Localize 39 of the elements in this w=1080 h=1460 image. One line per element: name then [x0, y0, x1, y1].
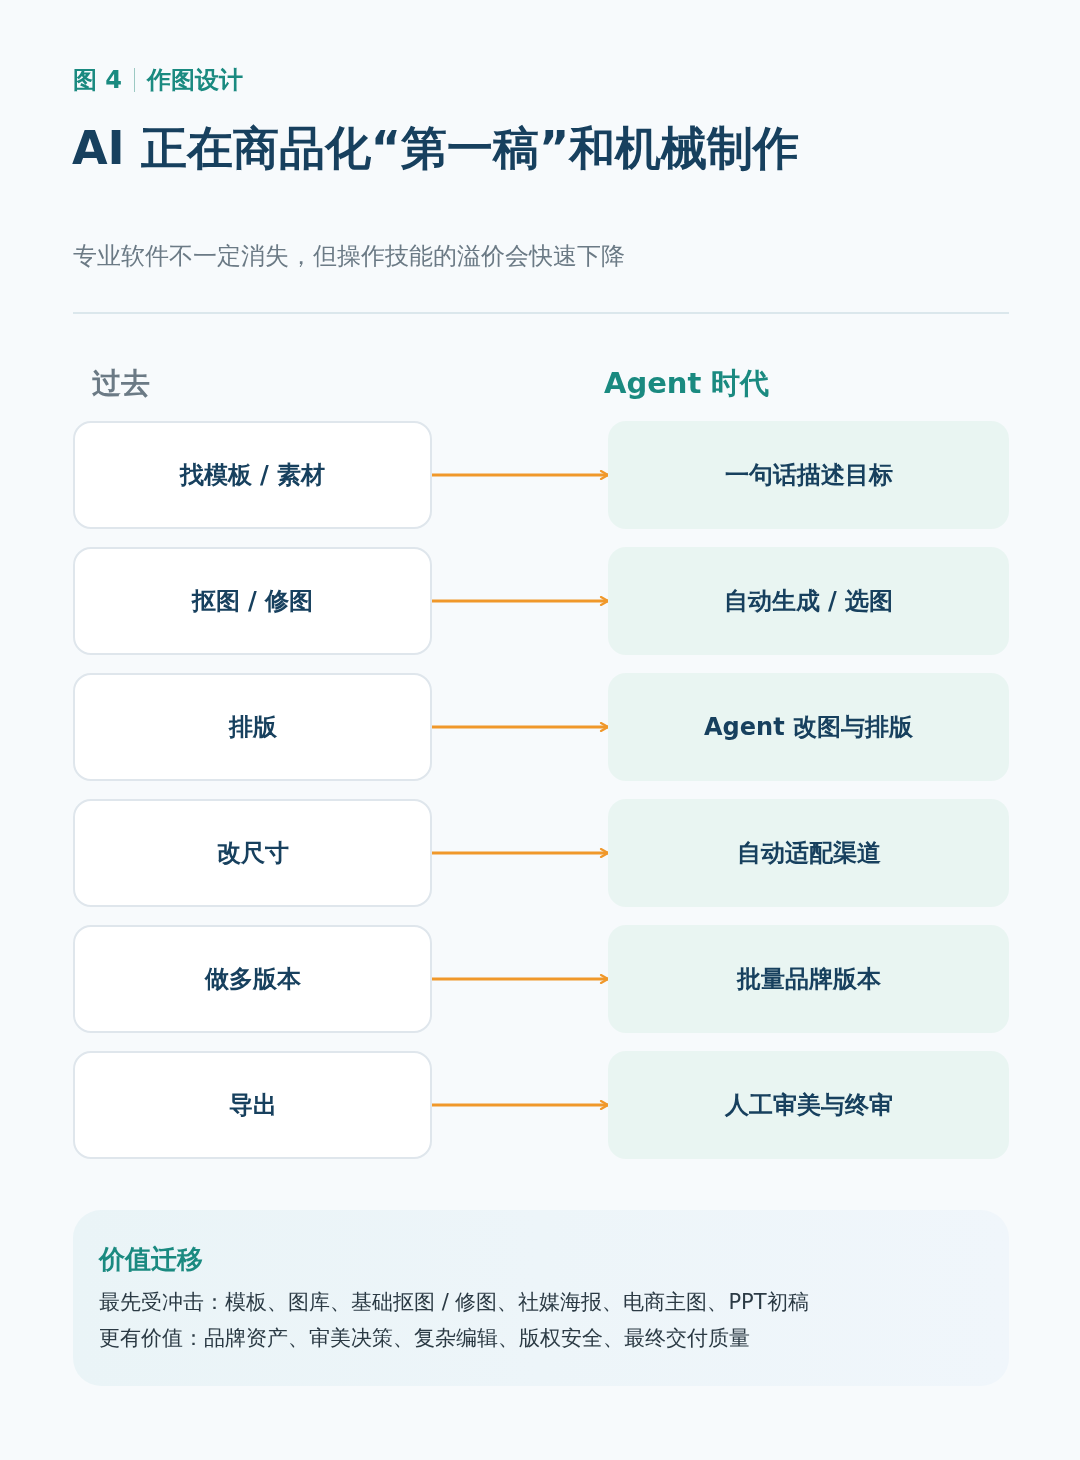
past-step-box [73, 799, 432, 907]
step-label: 做多版本 [204, 964, 301, 995]
step-label: 人工审美与终审 [724, 1090, 893, 1121]
subtitle: 专业软件不一定消失，但操作技能的溢价会快速下降 [73, 241, 625, 272]
past-step-box [73, 547, 432, 655]
figure-number: 图 4 [73, 65, 123, 96]
agent-step-box [608, 673, 1009, 781]
past-step-box [73, 925, 432, 1033]
arrow [430, 469, 610, 481]
agent-step-box [608, 421, 1009, 529]
panel-text: 更有价值：品牌资产、审美决策、复杂编辑、版权安全、最终交付质量 [99, 1325, 751, 1352]
panel-heading: 价值迁移 [99, 1243, 204, 1276]
step-label: Agent 改图与排版 [704, 712, 913, 743]
step-label: 自动适配渠道 [736, 838, 881, 869]
arrow [430, 1099, 610, 1111]
step-label: 抠图 / 修图 [191, 586, 314, 617]
panel-text: 最先受冲击：模板、图库、基础抠图 / 修图、社媒海报、电商主图、PPT初稿 [99, 1289, 810, 1316]
step-label: 批量品牌版本 [736, 964, 881, 995]
past-step-box [73, 673, 432, 781]
step-label: 找模板 / 素材 [179, 460, 326, 491]
column-heading: 过去 [92, 365, 150, 402]
arrow [430, 847, 610, 859]
arrow [430, 973, 610, 985]
past-step-box [73, 421, 432, 529]
agent-step-box [608, 799, 1009, 907]
agent-step-box [608, 547, 1009, 655]
step-label: 自动生成 / 选图 [723, 586, 894, 617]
step-label: 一句话描述目标 [724, 460, 893, 491]
agent-step-box [608, 1051, 1009, 1159]
title: AI 正在商品化“第一稿”和机械制作 [72, 120, 800, 177]
step-label: 排版 [228, 712, 277, 743]
agent-step-box [608, 925, 1009, 1033]
step-label: 改尺寸 [216, 838, 289, 869]
arrow [430, 721, 610, 733]
arrow [430, 595, 610, 607]
column-heading: Agent 时代 [604, 365, 770, 402]
past-step-box [73, 1051, 432, 1159]
step-label: 导出 [228, 1090, 277, 1121]
section-label: 作图设计 [147, 65, 244, 96]
